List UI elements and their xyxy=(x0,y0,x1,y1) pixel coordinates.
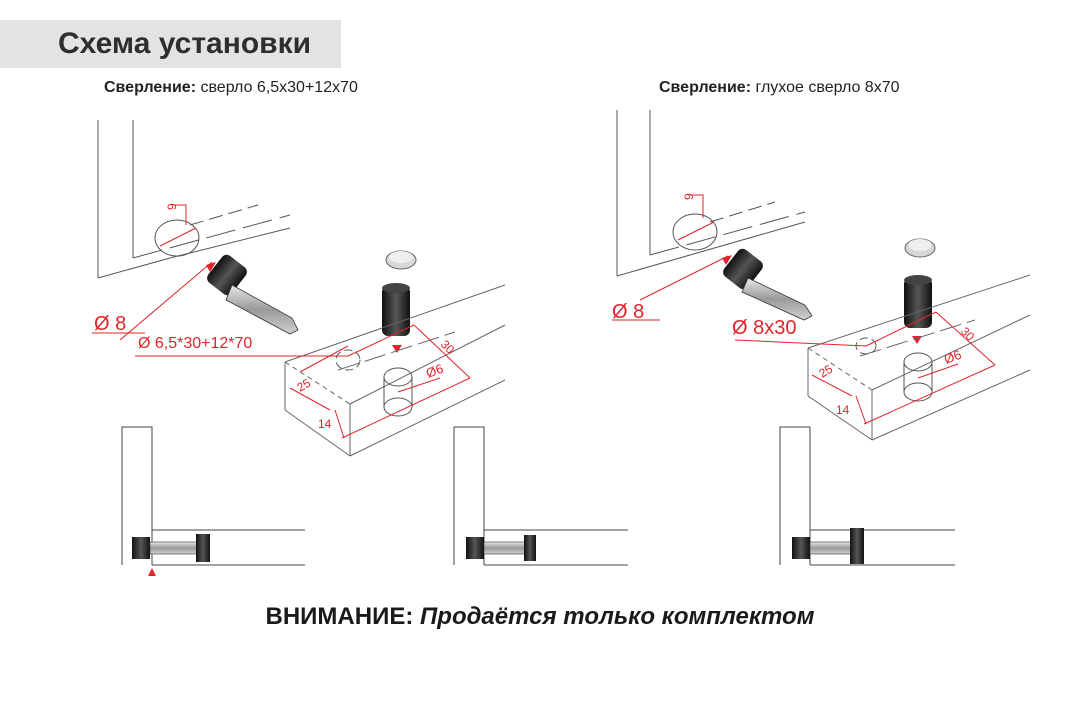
connector-shaft-step-3 xyxy=(809,541,853,555)
scheme-right: 9 xyxy=(612,110,1031,441)
drilling-value-left: сверло 6,5х30+12х70 xyxy=(200,79,358,96)
arrow-dowel-left xyxy=(392,345,402,353)
warning-text: Продаётся только комплектом xyxy=(420,603,815,630)
title-bar: Схема установки xyxy=(0,20,341,68)
dim-hole-diameter-left: Ø6 xyxy=(424,361,445,381)
panel-horizontal-left xyxy=(284,284,506,457)
connector-shaft-step-1 xyxy=(149,541,199,555)
dowel-right xyxy=(904,275,932,328)
scheme-left: 9 xyxy=(92,120,506,457)
dowel-step-3 xyxy=(850,528,864,564)
step-1 xyxy=(121,426,305,576)
dim-bore-diameter-left: Ø 8 xyxy=(94,313,126,335)
dim-bore-depth-left: 9 xyxy=(165,203,179,210)
dim-lines-left xyxy=(92,261,471,439)
dim-edge-right: 25 xyxy=(817,362,836,381)
cap-right xyxy=(904,238,936,258)
drilling-label-right: Сверление: xyxy=(659,79,752,96)
drilling-caption-right: Сверление: глухое сверло 8х70 xyxy=(659,78,900,98)
drilling-value-right: глухое сверло 8х70 xyxy=(755,79,900,96)
arrow-step-1 xyxy=(148,568,156,576)
step-2 xyxy=(453,426,628,566)
warning-label: ВНИМАНИЕ: xyxy=(265,603,414,630)
drilling-label-left: Сверление: xyxy=(104,79,197,96)
panel-horizontal-right xyxy=(807,274,1031,441)
step-3 xyxy=(779,426,955,566)
connector-left xyxy=(207,254,299,335)
connector-right xyxy=(723,248,813,321)
dowel-left xyxy=(382,283,410,336)
dim-edge-left: 25 xyxy=(295,376,314,395)
page-title: Схема установки xyxy=(58,27,312,60)
dim-offset-right: 14 xyxy=(836,403,850,417)
dowel-step-2 xyxy=(524,535,536,561)
panel-vertical-right xyxy=(616,110,806,277)
warning-note: ВНИМАНИЕ: Продаётся только комплектом xyxy=(0,600,1080,634)
dim-offset-left: 14 xyxy=(318,417,332,431)
dowel-step-1 xyxy=(196,534,210,562)
connector-body-step-1 xyxy=(132,537,150,559)
dim-bore-depth-right: 9 xyxy=(682,193,696,200)
panel-vertical-left xyxy=(97,120,291,279)
dim-drill-right: Ø 8x30 xyxy=(732,317,796,339)
arrow-dowel-right xyxy=(912,336,922,344)
connector-shaft-step-2 xyxy=(483,541,531,555)
dim-hole-depth-left: 30 xyxy=(438,337,458,357)
dim-lines-right xyxy=(612,255,996,425)
cap-left xyxy=(385,250,417,270)
dim-bore-diameter-right: Ø 8 xyxy=(612,301,644,323)
holes-right xyxy=(855,337,933,402)
bore-left xyxy=(154,204,200,257)
dim-drill-left: Ø 6,5*30+12*70 xyxy=(138,335,252,352)
connector-body-step-2 xyxy=(466,537,484,559)
drilling-caption-left: Сверление: сверло 6,5х30+12х70 xyxy=(104,78,358,98)
connector-body-step-3 xyxy=(792,537,810,559)
dim-hole-diameter-right: Ø6 xyxy=(942,347,963,367)
holes-left xyxy=(335,349,413,417)
bore-right xyxy=(672,194,718,251)
